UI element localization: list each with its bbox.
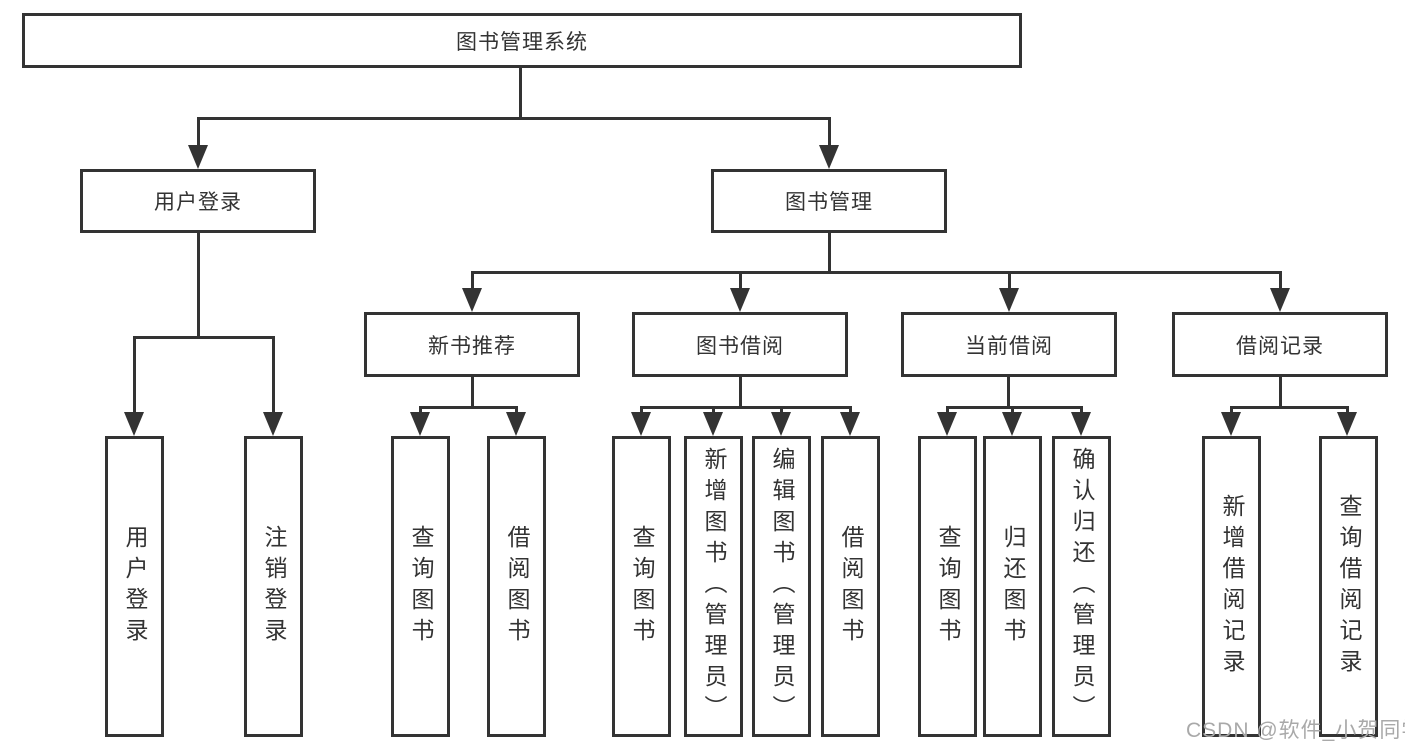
- node-current: 当前借阅: [901, 312, 1117, 377]
- leaf-current-confirm-admin-label: 确认归还（管理员）: [1069, 447, 1095, 726]
- leaf-borrow-edit-admin-label: 编辑图书（管理员）: [769, 447, 795, 726]
- node-borrow: 图书借阅: [632, 312, 848, 377]
- edge-user-login-left-drop: [133, 336, 136, 414]
- leaf-records-add-label: 新增借阅记录: [1219, 493, 1245, 680]
- arrow-borrow-leaf-2: [703, 412, 723, 436]
- edge-current-drop-2: [1011, 406, 1014, 416]
- leaf-current-query-label: 查询图书: [935, 524, 961, 649]
- edge-book-mgmt-branch: [471, 271, 1282, 274]
- arrow-borrow-leaf-4: [840, 412, 860, 436]
- edge-drop-records: [1279, 271, 1282, 291]
- arrow-to-borrow: [730, 288, 750, 312]
- arrow-records-leaf-1: [1221, 412, 1241, 436]
- arrow-to-current: [999, 288, 1019, 312]
- node-book-mgmt-label: 图书管理: [785, 191, 873, 214]
- arrow-to-book-mgmt: [819, 145, 839, 169]
- edge-borrow-drop-1: [640, 406, 643, 416]
- leaf-borrow-add-admin-label: 新增图书（管理员）: [701, 447, 727, 726]
- leaf-current-return: 归还图书: [983, 436, 1042, 737]
- arrow-to-user-login-leaf: [124, 412, 144, 436]
- edge-borrow-stem: [739, 377, 742, 408]
- arrow-records-leaf-2: [1337, 412, 1357, 436]
- csdn-watermark: CSDN @软件_小贺同学: [1186, 719, 1405, 742]
- edge-root-stem: [519, 68, 522, 118]
- leaf-borrow-query-label: 查询图书: [629, 524, 655, 649]
- node-records: 借阅记录: [1172, 312, 1388, 377]
- arrow-borrow-leaf-1: [631, 412, 651, 436]
- edge-records-stem: [1279, 377, 1282, 408]
- arrow-to-records: [1270, 288, 1290, 312]
- arrow-new-book-leaf-2: [506, 412, 526, 436]
- edge-borrow-drop-3: [780, 406, 783, 416]
- edge-records-branch: [1230, 406, 1349, 409]
- leaf-new-book-query: 查询图书: [391, 436, 450, 737]
- arrow-current-leaf-3: [1071, 412, 1091, 436]
- arrow-current-leaf-2: [1002, 412, 1022, 436]
- leaf-borrow-borrow: 借阅图书: [821, 436, 880, 737]
- edge-new-book-drop-1: [419, 406, 422, 416]
- edge-new-book-drop-2: [515, 406, 518, 416]
- node-user-login-label: 用户登录: [154, 191, 242, 214]
- edge-new-book-stem: [471, 377, 474, 408]
- edge-records-drop-2: [1346, 406, 1349, 416]
- leaf-logout: 注销登录: [244, 436, 303, 737]
- arrow-to-logout-leaf: [263, 412, 283, 436]
- node-new-book-label: 新书推荐: [428, 334, 516, 358]
- leaf-borrow-borrow-label: 借阅图书: [838, 524, 864, 649]
- leaf-user-login-label: 用户登录: [122, 524, 148, 649]
- edge-root-right-drop: [828, 117, 831, 149]
- leaf-borrow-add-admin: 新增图书（管理员）: [684, 436, 743, 737]
- leaf-current-query: 查询图书: [918, 436, 977, 737]
- node-current-label: 当前借阅: [965, 334, 1053, 358]
- node-root-label: 图书管理系统: [456, 30, 588, 54]
- edge-records-drop-1: [1230, 406, 1233, 416]
- leaf-records-query: 查询借阅记录: [1319, 436, 1378, 737]
- node-new-book: 新书推荐: [364, 312, 580, 377]
- arrow-new-book-leaf-1: [410, 412, 430, 436]
- edge-borrow-branch: [640, 406, 851, 409]
- node-book-mgmt: 图书管理: [711, 169, 947, 233]
- edge-user-login-right-drop: [272, 336, 275, 414]
- leaf-new-book-query-label: 查询图书: [408, 524, 434, 649]
- leaf-current-confirm-admin: 确认归还（管理员）: [1052, 436, 1111, 737]
- edge-borrow-drop-2: [712, 406, 715, 416]
- edge-user-login-stem: [197, 233, 200, 338]
- leaf-records-add: 新增借阅记录: [1202, 436, 1261, 737]
- leaf-borrow-edit-admin: 编辑图书（管理员）: [752, 436, 811, 737]
- edge-drop-new-book: [471, 271, 474, 291]
- edge-drop-current: [1008, 271, 1011, 291]
- arrow-to-new-book: [462, 288, 482, 312]
- edge-borrow-drop-4: [849, 406, 852, 416]
- node-root-system: 图书管理系统: [22, 13, 1022, 68]
- node-user-login: 用户登录: [80, 169, 316, 233]
- leaf-logout-label: 注销登录: [261, 524, 287, 649]
- arrow-current-leaf-1: [937, 412, 957, 436]
- node-borrow-label: 图书借阅: [696, 334, 784, 358]
- node-records-label: 借阅记录: [1236, 334, 1324, 358]
- leaf-new-book-borrow: 借阅图书: [487, 436, 546, 737]
- arrow-borrow-leaf-3: [771, 412, 791, 436]
- leaf-user-login: 用户登录: [105, 436, 164, 737]
- leaf-records-query-label: 查询借阅记录: [1336, 493, 1362, 680]
- edge-book-mgmt-stem: [828, 233, 831, 273]
- edge-current-drop-3: [1080, 406, 1083, 416]
- leaf-new-book-borrow-label: 借阅图书: [504, 524, 530, 649]
- leaf-borrow-query: 查询图书: [612, 436, 671, 737]
- edge-new-book-branch: [419, 406, 518, 409]
- edge-current-stem: [1007, 377, 1010, 408]
- arrow-to-user-login: [188, 145, 208, 169]
- edge-user-login-branch: [133, 336, 275, 339]
- edge-drop-borrow: [739, 271, 742, 291]
- edge-root-branch: [197, 117, 831, 120]
- edge-current-branch: [946, 406, 1082, 409]
- edge-root-left-drop: [197, 117, 200, 149]
- leaf-current-return-label: 归还图书: [1000, 524, 1026, 649]
- edge-current-drop-1: [946, 406, 949, 416]
